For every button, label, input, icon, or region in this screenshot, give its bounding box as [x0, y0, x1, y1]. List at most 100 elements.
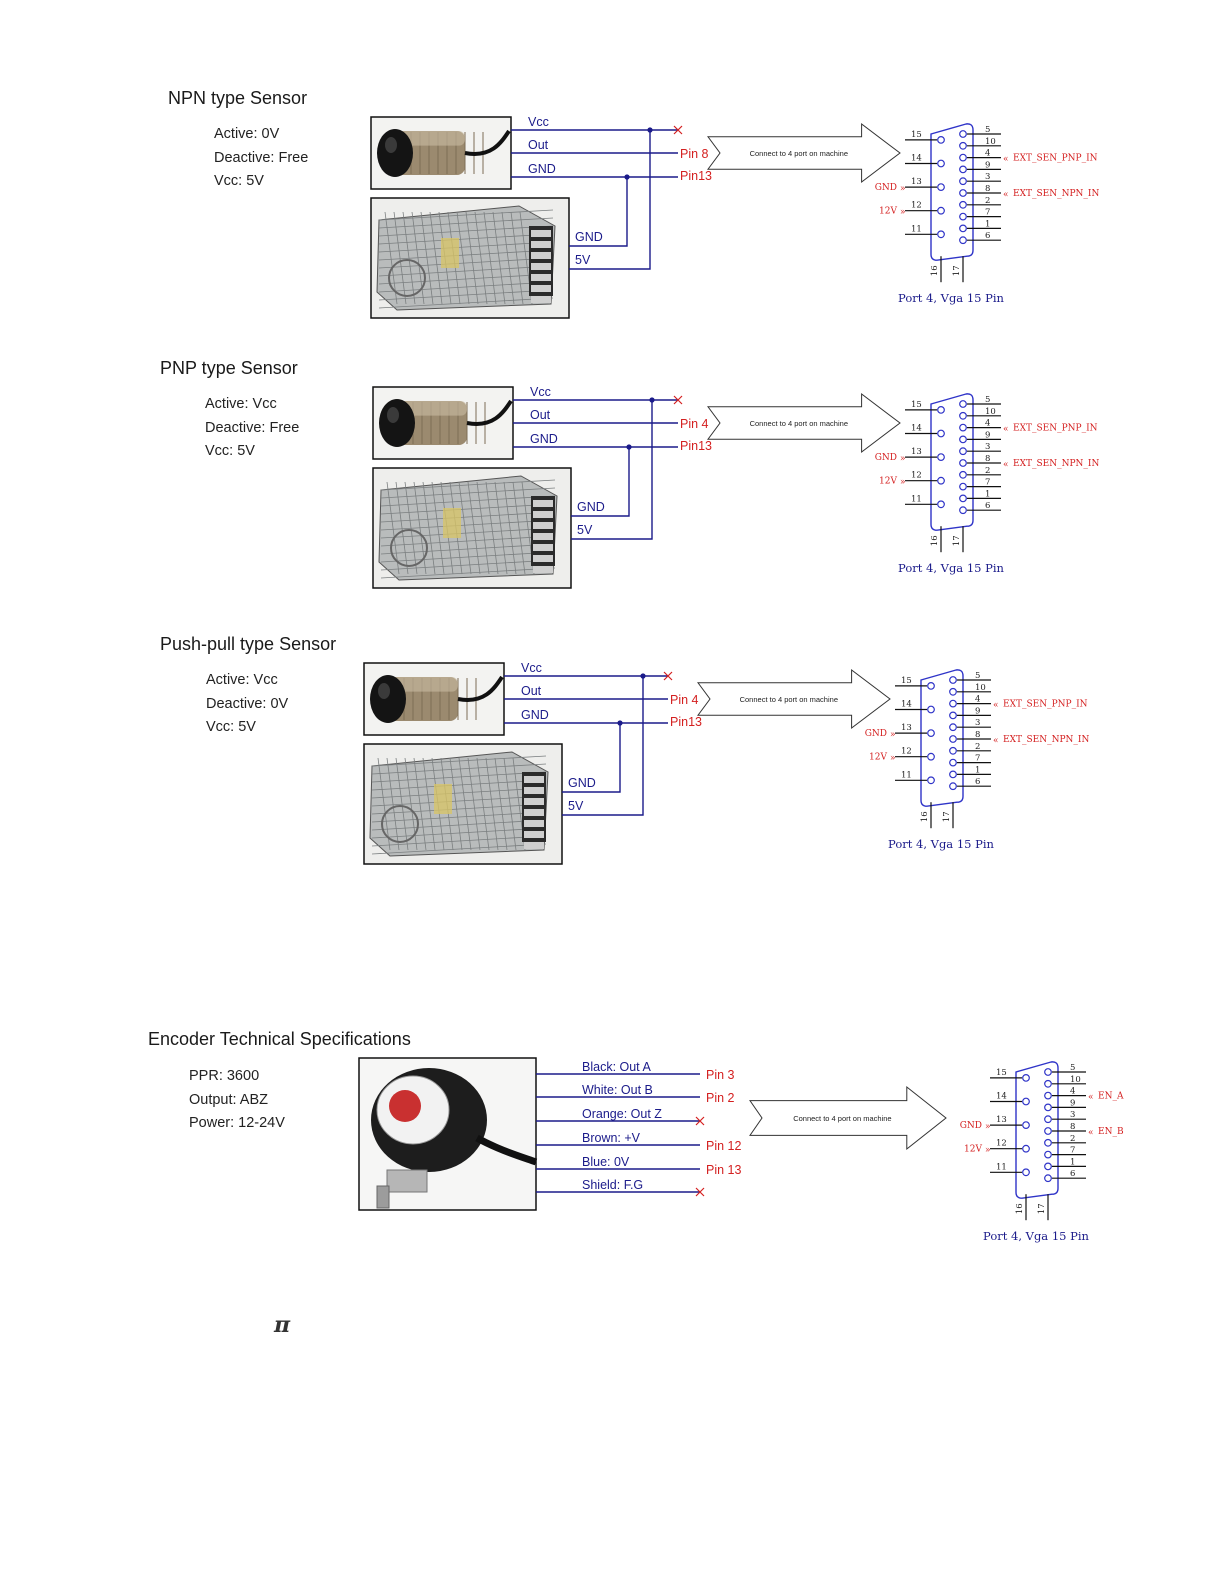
terminal-screw: [524, 842, 544, 849]
wire-label: Out: [530, 408, 551, 422]
vga-pin-number: 16: [1015, 1203, 1025, 1214]
vga-pin-hole: [959, 212, 967, 221]
encoder-section: Encoder Technical Specifications PPR: 36…: [0, 1020, 1224, 1260]
mesh-line: [371, 771, 547, 783]
signal-arrow-icon: »: [900, 184, 906, 194]
spec-power: Power: 12-24V: [189, 1115, 285, 1131]
encoder-cable: [475, 1134, 538, 1166]
vga-pin-hole: [1022, 1074, 1030, 1082]
terminal-screw: [533, 533, 553, 540]
wire-label: Vcc: [528, 115, 549, 129]
vga-pin-hole: [1044, 1138, 1052, 1147]
mesh-line: [510, 211, 524, 305]
wire-label: Vcc: [521, 661, 542, 675]
vga-pin-number: 16: [920, 811, 930, 822]
connect-arrow-label: Connect to 4 port on machine: [750, 149, 848, 158]
vga-pin-hole: [959, 470, 967, 479]
psu-label: GND: [577, 500, 605, 514]
spec-output: Output: ABZ: [189, 1091, 268, 1108]
psu-5v-wire: [571, 400, 653, 540]
not-connected-icon: [673, 125, 683, 135]
mesh-line: [467, 481, 481, 575]
vga-pin-hole: [937, 500, 945, 509]
psu-terminal-block: [522, 772, 546, 842]
mesh-line: [371, 779, 547, 791]
vga-pin-hole: [949, 746, 957, 755]
vga-pin-number: 14: [911, 424, 922, 434]
mesh-line: [485, 757, 499, 851]
wire-label: White: Out B: [582, 1083, 653, 1097]
pin-label: Pin13: [680, 169, 712, 183]
terminal-screw: [524, 787, 544, 794]
vga-pin-number: 12: [911, 201, 922, 211]
vga-pin-number: 17: [952, 535, 962, 546]
psu-fan: [381, 805, 419, 843]
signal-arrow-icon: «: [1088, 1128, 1094, 1138]
psu-label: 5V: [575, 253, 591, 267]
mesh-line: [380, 527, 556, 539]
vga-pin-number: 14: [911, 154, 922, 164]
terminal-screw: [533, 522, 553, 529]
vga-pin-hole: [949, 770, 957, 779]
spec-active: Active: 0V: [214, 126, 280, 142]
mesh-line: [378, 273, 554, 285]
spec-ppr: PPR: 3600: [189, 1068, 260, 1084]
signal-arrow-icon: «: [1003, 190, 1009, 200]
vga-pin-number: 3: [985, 442, 990, 452]
mesh-line: [378, 289, 554, 301]
spec-vcc: Vcc: 5V: [206, 719, 256, 735]
mesh-line: [494, 481, 508, 575]
mesh-line: [483, 211, 497, 305]
vga-pin-number: 15: [911, 130, 922, 140]
psu-fan: [388, 259, 426, 297]
vga-pin-number: 11: [911, 494, 922, 504]
psu-component: [443, 508, 461, 538]
vga-pin-hole: [949, 676, 957, 684]
vga-pin-hole: [937, 135, 945, 144]
vga-pin-number: 3: [975, 718, 980, 728]
vga-pin-number: 1: [985, 219, 990, 229]
vga-pin-hole: [959, 411, 967, 420]
vga-pin-number: 4: [985, 149, 990, 159]
wire-label: Orange: Out Z: [582, 1107, 662, 1121]
vga-pin-hole: [1044, 1127, 1052, 1135]
vga-left-signal: 12V: [879, 477, 897, 487]
vga-right-signal: EXT_SEN_PNP_IN: [1003, 700, 1088, 710]
vga-pin-hole: [1044, 1091, 1052, 1100]
vga-pin-hole: [1044, 1162, 1052, 1171]
connect-arrow: [707, 392, 901, 454]
vga-left-signal: 12V: [879, 207, 897, 217]
pin-label: Pin 8: [680, 147, 709, 161]
mesh-line: [378, 281, 554, 293]
vga-pin-hole: [1044, 1103, 1052, 1112]
mesh-line: [380, 487, 556, 499]
vga-pin-hole: [937, 453, 945, 462]
vga-right-signal: EXT_SEN_PNP_IN: [1013, 154, 1098, 164]
signal-arrow-icon: «: [993, 701, 999, 711]
signal-arrow-icon: »: [985, 1122, 991, 1132]
vga-pin-number: 9: [975, 706, 980, 716]
vga-pin-hole: [937, 183, 945, 192]
vga-pin-hole: [949, 758, 957, 767]
vga-pin-hole: [959, 189, 967, 197]
terminal-screw: [533, 544, 553, 551]
sensor-cable: [464, 129, 511, 156]
wire-label: Out: [528, 138, 549, 152]
vga-pin-hole: [959, 494, 967, 503]
sensor-highlight: [386, 677, 458, 692]
psu-gnd-wire: [569, 177, 628, 247]
vga-pin-hole: [937, 206, 945, 215]
vga-pin-number: 5: [985, 395, 990, 405]
vga-pin-hole: [949, 782, 957, 791]
psu-gnd-wire: [562, 723, 621, 793]
vga-pin-hole: [1044, 1115, 1052, 1124]
spec-deactive: Deactive: 0V: [206, 695, 289, 712]
vga-right-signal: EXT_SEN_NPN_IN: [1003, 735, 1089, 745]
vga-pin-number: 15: [996, 1068, 1007, 1078]
pin-label: Pin 12: [706, 1139, 741, 1153]
psu-component: [434, 784, 452, 814]
mesh-line: [449, 757, 463, 851]
vga-caption: Port 4, Vga 15 Pin: [888, 837, 994, 851]
